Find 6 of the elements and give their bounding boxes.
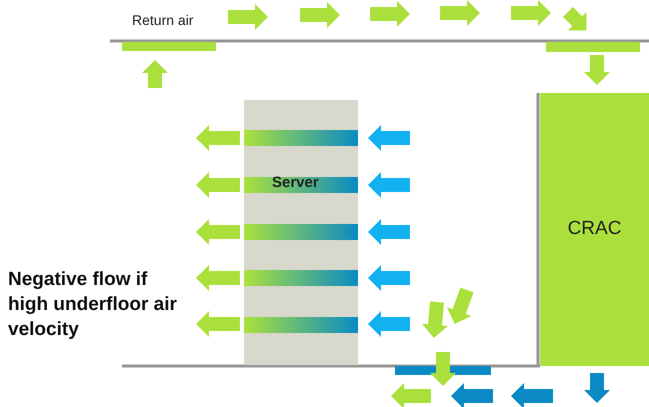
node-label: Server [272,175,319,190]
text-label: Negative flow if high underfloor air velocity [8,268,178,342]
node-label: CRAC [568,217,622,242]
text-label: Return air [132,11,194,30]
crac-unit [540,93,649,366]
server-rack [244,100,358,365]
